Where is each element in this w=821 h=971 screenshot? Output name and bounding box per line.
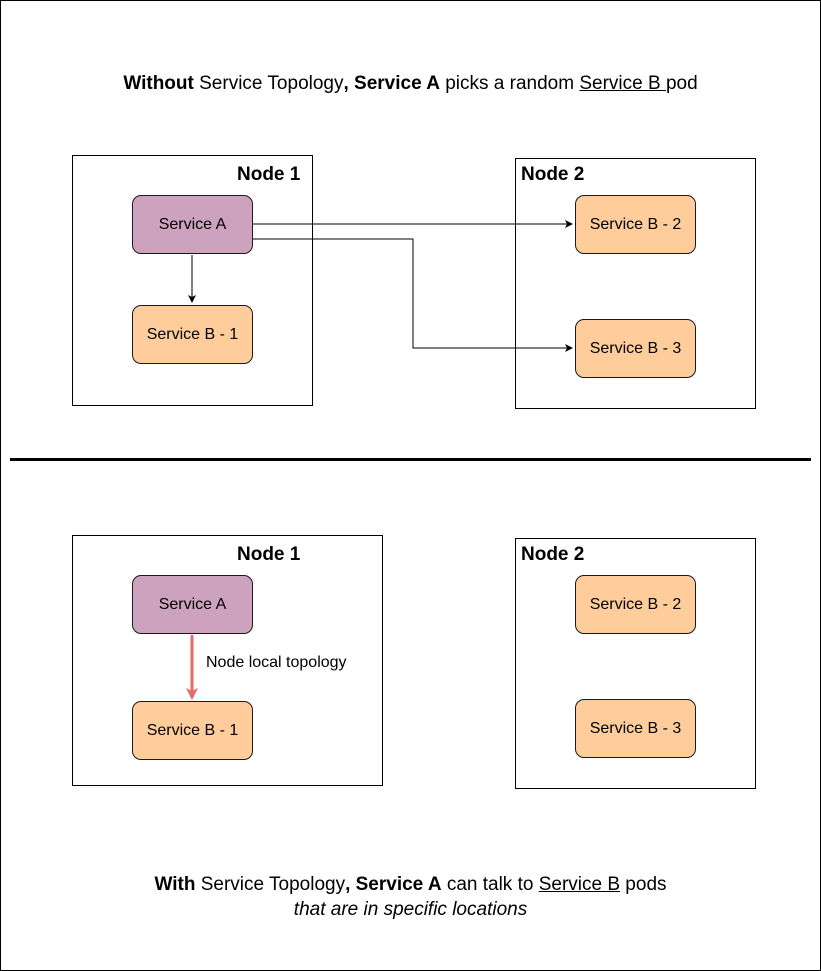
caption-specific-locations: that are in specific locations (293, 899, 528, 920)
node-local-topology-label: Node local topology (206, 654, 347, 671)
top-node-2-title: Node 2 (521, 164, 585, 185)
caption-service-a: , Service A (345, 874, 442, 895)
bottom-service-a: Service A (132, 575, 253, 634)
caption-service-b: Service B (538, 874, 621, 895)
bottom-service-b-1: Service B - 1 (132, 701, 253, 760)
caption-service-a: , Service A (343, 73, 440, 94)
caption-text: Service Topology (193, 73, 344, 94)
bottom-node-2-title: Node 2 (521, 544, 585, 565)
caption-text: pod (665, 73, 698, 94)
top-service-b-2: Service B - 2 (575, 195, 696, 254)
bottom-node-1-title: Node 1 (237, 544, 301, 565)
top-service-b-3: Service B - 3 (575, 319, 696, 378)
top-service-a: Service A (132, 195, 253, 254)
top-node-1 (72, 155, 313, 406)
bottom-service-b-3: Service B - 3 (575, 699, 696, 758)
caption-without: Without (123, 73, 194, 94)
top-service-b-1: Service B - 1 (132, 305, 253, 364)
bottom-caption: With Service Topology, Service A can tal… (0, 874, 821, 896)
section-divider (10, 458, 811, 461)
caption-with: With (154, 874, 196, 895)
caption-text: picks a random (439, 73, 580, 94)
top-node-1-title: Node 1 (237, 164, 301, 185)
bottom-caption-line-2: that are in specific locations (0, 899, 821, 921)
caption-text: can talk to (441, 874, 539, 895)
bottom-service-b-2: Service B - 2 (575, 575, 696, 634)
top-caption: Without Service Topology, Service A pick… (0, 73, 821, 95)
caption-service-b: Service B (579, 73, 666, 94)
caption-text: pods (620, 874, 667, 895)
caption-text: Service Topology (195, 874, 346, 895)
